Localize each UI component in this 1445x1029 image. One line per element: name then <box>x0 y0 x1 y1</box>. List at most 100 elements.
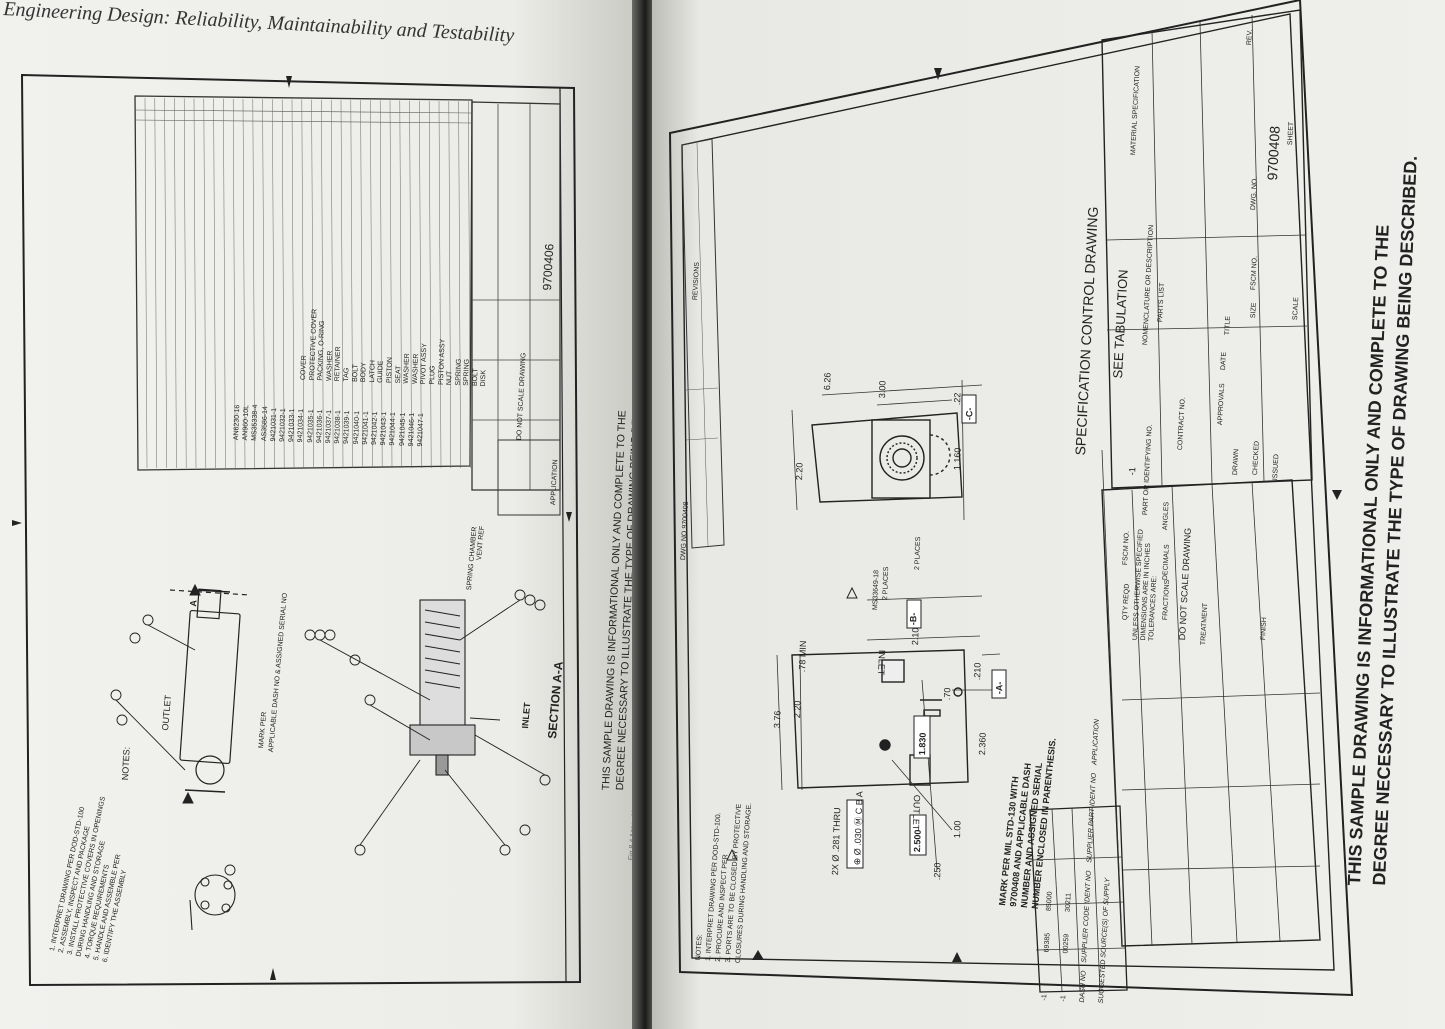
dim-100: 1.00 <box>952 820 963 839</box>
dim-2500: 2.500 <box>912 829 923 853</box>
side-view <box>811 412 963 503</box>
dim-220b: 2.20 <box>794 462 805 481</box>
parts-list-rule <box>281 99 285 469</box>
outlet-assembly-view <box>169 588 251 785</box>
dim-626: 6.26 <box>822 372 833 391</box>
parts-list-rule <box>448 101 452 469</box>
tab-scale: SCALE <box>1292 297 1301 321</box>
parts-list-rule <box>468 101 471 469</box>
inlet-label: INLET <box>876 649 887 676</box>
dim-2360: 2.360 <box>977 732 988 756</box>
parts-list-rule <box>174 98 177 469</box>
tab-sheet: SHEET <box>1287 121 1296 146</box>
supplier-cell: 00259 <box>1062 933 1071 954</box>
supplier-cell: 30211 <box>1064 892 1073 913</box>
part-number: 9421047-1 <box>416 412 426 447</box>
datum-a: -A- <box>994 681 1005 695</box>
dim-250: .250 <box>932 862 943 881</box>
tab-rev: REV. <box>1246 29 1254 46</box>
parts-list-rule <box>252 99 256 469</box>
parts-list-rule <box>193 98 197 469</box>
parts-list-rule <box>311 99 314 469</box>
dim-22: .22 <box>952 392 963 406</box>
parts-list-rule <box>330 99 334 469</box>
parts-list-rule <box>409 100 412 469</box>
tabulation-block <box>1101 9 1313 489</box>
tb-dwg-no: 9700406 <box>540 243 557 291</box>
tab-issued: ISSUED <box>1272 453 1281 481</box>
suppliers-table <box>1029 805 1128 993</box>
section-a-a-view <box>409 599 501 776</box>
supplier-cell: 85000 <box>1045 891 1054 912</box>
dim-220: 2.20 <box>792 700 803 719</box>
drawing-border <box>20 73 582 987</box>
notes-block: NOTES: <box>120 747 132 781</box>
dim-300: 3.00 <box>877 380 888 399</box>
parts-list-rule <box>389 100 393 469</box>
top-view <box>791 649 969 789</box>
parts-list-rule <box>350 100 354 469</box>
dim-376: 3.76 <box>772 710 783 729</box>
dim-1830: 1.830 <box>917 732 928 756</box>
parts-list-rule <box>144 97 148 469</box>
parts-list-rule <box>360 100 363 469</box>
supplier-head-cell: SUPPLIER CODE IDENT NO <box>1081 870 1093 963</box>
callout-balloons <box>110 589 551 876</box>
parts-list-rule <box>272 99 275 469</box>
parts-list-rule <box>399 100 403 469</box>
section-marker: A <box>188 599 199 607</box>
ms-part-label: MS33649-18 <box>872 569 881 611</box>
parts-list-rule <box>379 100 383 469</box>
parts-list-rule <box>232 98 236 469</box>
tab-date: DATE <box>1220 351 1228 371</box>
outlet-label: OUTLET <box>910 794 922 831</box>
two-places-b: 2 PLACES <box>914 536 923 571</box>
left-page: Engineering Design: Reliability, Maintai… <box>0 0 640 1029</box>
tab-title: TITLE <box>1224 315 1232 336</box>
tab-dwg-no: 9700408 <box>1264 125 1283 181</box>
supplier-head-cell: DASH NO <box>1078 970 1088 1003</box>
specification-control-drawing <box>668 0 1354 997</box>
parts-list-rule <box>438 100 442 469</box>
tab-dash: -1 <box>1127 466 1138 476</box>
parts-list-rule <box>203 98 207 469</box>
tab-size: SIZE <box>1250 302 1258 319</box>
supplier-head-cell: SUPPLIER PART IDENT NO <box>1086 772 1098 863</box>
tab-drawn: DRAWN <box>1232 448 1241 476</box>
parts-list-rule <box>321 99 324 469</box>
datum-b: -B- <box>908 612 919 626</box>
parts-list-rule <box>183 98 187 469</box>
parts-list-rule <box>458 101 461 469</box>
dim-210b: .210 <box>972 662 983 681</box>
parts-list-rule <box>370 100 373 469</box>
parts-list-rule <box>223 98 226 469</box>
dim-78min: .78 MIN <box>797 640 809 673</box>
parts-list-rule <box>242 98 246 469</box>
parts-list-rule <box>154 98 158 469</box>
dim-70: .70 <box>942 687 953 701</box>
supplier-cell: -1 <box>1040 994 1049 1001</box>
parts-list-rule <box>164 98 167 469</box>
drawing-border <box>668 0 1354 997</box>
supplier-cell: -1 <box>1059 995 1068 1002</box>
notes-title: NOTES: <box>120 746 132 781</box>
supplier-head-cell: APPLICATION <box>1091 718 1101 766</box>
parts-list-table <box>134 95 473 471</box>
parts-list-rule <box>262 99 265 469</box>
dim-1160: 1.160 <box>952 447 963 471</box>
right-page: NOTES: 1. INTERPRET DRAWING PER DOD-STD-… <box>652 0 1445 1029</box>
parts-list-rule <box>340 99 344 469</box>
tab-angles: ANGLES <box>1162 501 1171 531</box>
tab-finish: FINISH <box>1260 617 1269 641</box>
assembly-drawing <box>12 73 582 987</box>
detail-view <box>189 874 236 931</box>
parts-list-rule <box>301 99 305 469</box>
parts-list-rule <box>213 98 216 469</box>
parts-list-rule <box>428 100 432 469</box>
parts-list-rule <box>419 100 422 469</box>
two-places-a: 2 PLACES <box>882 566 891 601</box>
datum-c: -C- <box>964 407 975 421</box>
supplier-cell: 69385 <box>1043 932 1052 953</box>
